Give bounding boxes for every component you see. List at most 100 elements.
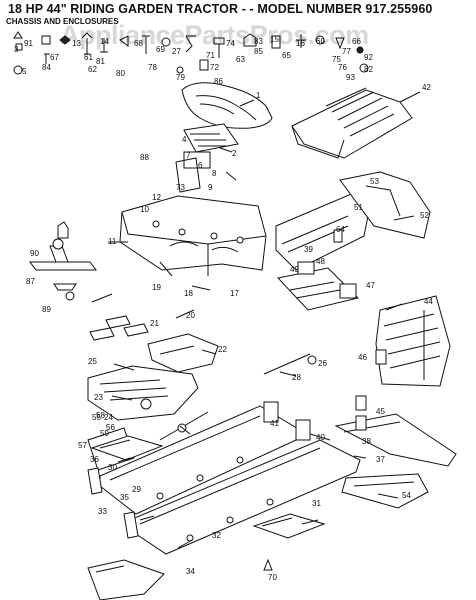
part-label-23: 23 <box>94 393 103 402</box>
part-label-81: 81 <box>96 57 105 66</box>
part-label-59: 59 <box>100 429 109 438</box>
part-label-71: 71 <box>206 51 215 60</box>
part-label-8: 8 <box>212 169 217 178</box>
part-label-2: 2 <box>232 149 237 158</box>
part-label-79: 79 <box>176 73 185 82</box>
part-label-47: 47 <box>366 281 375 290</box>
part-label-34: 34 <box>186 567 195 576</box>
part-label-44: 44 <box>424 297 433 306</box>
part-label-58: 58 <box>96 411 105 420</box>
part-label-80: 80 <box>116 69 125 78</box>
seat <box>181 82 273 129</box>
part-label-5: 5 <box>22 67 27 76</box>
part-label-48: 48 <box>316 257 325 266</box>
part-label-17: 17 <box>230 289 239 298</box>
part-label-10: 10 <box>140 205 149 214</box>
part-label-42: 42 <box>422 83 431 92</box>
part-label-89: 89 <box>42 305 51 314</box>
part-label-30: 30 <box>108 463 117 472</box>
frame-rails <box>87 401 361 555</box>
running-board-support <box>277 261 359 311</box>
part-label-77: 77 <box>342 47 351 56</box>
part-label-67: 67 <box>50 53 59 62</box>
callouts <box>91 91 421 549</box>
rear-bumper <box>341 473 429 509</box>
pads <box>89 315 149 341</box>
part-label-46: 46 <box>358 353 367 362</box>
part-label-24: 24 <box>104 413 113 422</box>
part-label-72: 72 <box>210 63 219 72</box>
part-label-38: 38 <box>362 437 371 446</box>
part-label-18: 18 <box>184 289 193 298</box>
right-bracket-arm <box>334 349 457 467</box>
part-label-93: 93 <box>346 73 355 82</box>
part-label-12: 12 <box>152 193 161 202</box>
part-label-65: 65 <box>282 51 291 60</box>
part-label-86: 86 <box>214 77 223 86</box>
hood <box>291 87 413 159</box>
part-label-55: 55 <box>92 413 101 422</box>
part-label-92: 92 <box>364 53 373 62</box>
part-label-14: 14 <box>100 37 109 46</box>
part-label-28: 28 <box>292 373 301 382</box>
part-label-40: 40 <box>316 433 325 442</box>
part-label-52: 52 <box>420 211 429 220</box>
fender <box>119 195 267 276</box>
part-label-53: 53 <box>370 177 379 186</box>
part-label-25: 25 <box>88 357 97 366</box>
part-label-57: 57 <box>78 441 87 450</box>
part-label-15: 15 <box>270 35 279 44</box>
part-label-64: 64 <box>336 225 345 234</box>
left-step <box>90 435 164 461</box>
part-label-33: 33 <box>98 507 107 516</box>
diagram-subtitle: CHASSIS AND ENCLOSURES <box>6 17 119 26</box>
part-label-35: 35 <box>120 493 129 502</box>
part-label-54: 54 <box>402 491 411 500</box>
footrest-mat <box>87 365 199 421</box>
front-plate <box>87 559 165 600</box>
part-label-4: 4 <box>182 135 187 144</box>
part-label-9: 9 <box>208 183 213 192</box>
rear-grille <box>375 295 451 387</box>
part-label-29: 29 <box>132 485 141 494</box>
left-side-hardware <box>29 221 97 301</box>
part-label-41: 41 <box>270 419 279 428</box>
part-label-66: 66 <box>352 37 361 46</box>
part-label-69: 69 <box>156 45 165 54</box>
part-label-87: 87 <box>26 277 35 286</box>
part-label-84: 84 <box>42 63 51 72</box>
part-label-56: 56 <box>106 423 115 432</box>
part-label-63: 63 <box>236 55 245 64</box>
part-label-31: 31 <box>312 499 321 508</box>
part-label-26: 26 <box>318 359 327 368</box>
part-label-85: 85 <box>254 47 263 56</box>
part-label-7: 7 <box>186 151 191 160</box>
part-label-60: 60 <box>316 37 325 46</box>
right-panel <box>275 171 431 271</box>
part-label-37: 37 <box>376 455 385 464</box>
part-label-6: 6 <box>198 161 203 170</box>
part-label-75: 75 <box>332 55 341 64</box>
part-label-90: 90 <box>30 249 39 258</box>
diagram-title: 18 HP 44" RIDING GARDEN TRACTOR - - MODE… <box>8 2 433 16</box>
part-label-36: 36 <box>90 455 99 464</box>
part-label-20: 20 <box>186 311 195 320</box>
part-label-82: 82 <box>364 65 373 74</box>
part-label-27: 27 <box>172 47 181 56</box>
part-label-91: 91 <box>24 39 33 48</box>
part-label-76: 76 <box>338 63 347 72</box>
part-label-68: 68 <box>134 39 143 48</box>
part-label-78: 78 <box>148 63 157 72</box>
part-label-74: 74 <box>226 39 235 48</box>
part-label-21: 21 <box>150 319 159 328</box>
part-label-16: 16 <box>296 39 305 48</box>
right-step <box>252 513 326 571</box>
part-label-51: 51 <box>354 203 363 212</box>
part-label-61: 61 <box>84 53 93 62</box>
part-label-73: 73 <box>176 183 185 192</box>
part-label-19: 19 <box>152 283 161 292</box>
part-label-88: 88 <box>140 153 149 162</box>
center-support <box>147 333 219 373</box>
